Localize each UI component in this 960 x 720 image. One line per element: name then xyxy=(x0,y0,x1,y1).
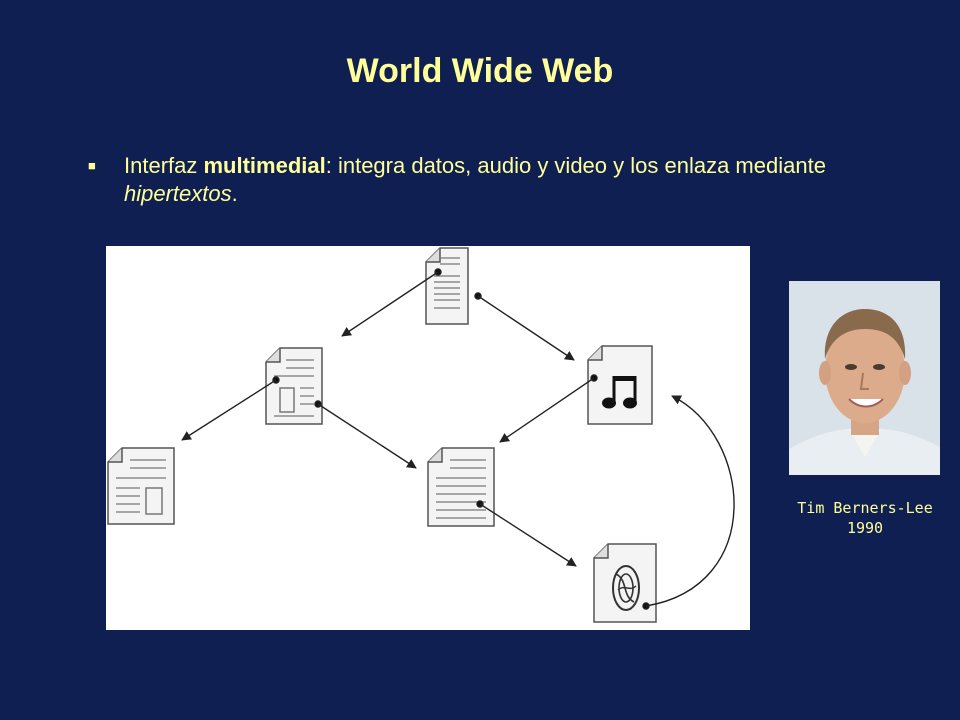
slide-title: World Wide Web xyxy=(346,52,614,90)
text-document-icon xyxy=(107,447,175,525)
portrait-photo xyxy=(789,281,940,475)
hypertext-diagram-svg xyxy=(107,247,735,623)
text-document-icon xyxy=(427,447,495,527)
caption-year: 1990 xyxy=(846,519,884,537)
bullet-item: ■ Interfaz multimedial: integra datos, a… xyxy=(88,152,888,208)
bullet-italic: hipertextos xyxy=(124,181,232,206)
portrait-illustration xyxy=(789,281,940,475)
caption-name: Tim Berners-Lee xyxy=(797,499,933,517)
bullet-square-icon: ■ xyxy=(88,158,96,173)
photo-caption: Tim Berners-Lee 1990 xyxy=(780,498,950,538)
hyperlink-arrows xyxy=(181,268,735,610)
hypertext-diagram xyxy=(106,246,750,630)
text-document-icon xyxy=(425,247,469,325)
bullet-bold: multimedial xyxy=(203,153,326,178)
bullet-end: . xyxy=(231,181,238,206)
bullet-text: Interfaz multimedial: integra datos, aud… xyxy=(124,152,888,208)
audio-document-icon xyxy=(587,345,653,425)
bullet-lead: Interfaz xyxy=(124,153,204,178)
text-document-icon xyxy=(265,347,323,425)
video-document-icon xyxy=(593,543,657,623)
bullet-middle: : integra datos, audio y video y los enl… xyxy=(325,153,826,178)
